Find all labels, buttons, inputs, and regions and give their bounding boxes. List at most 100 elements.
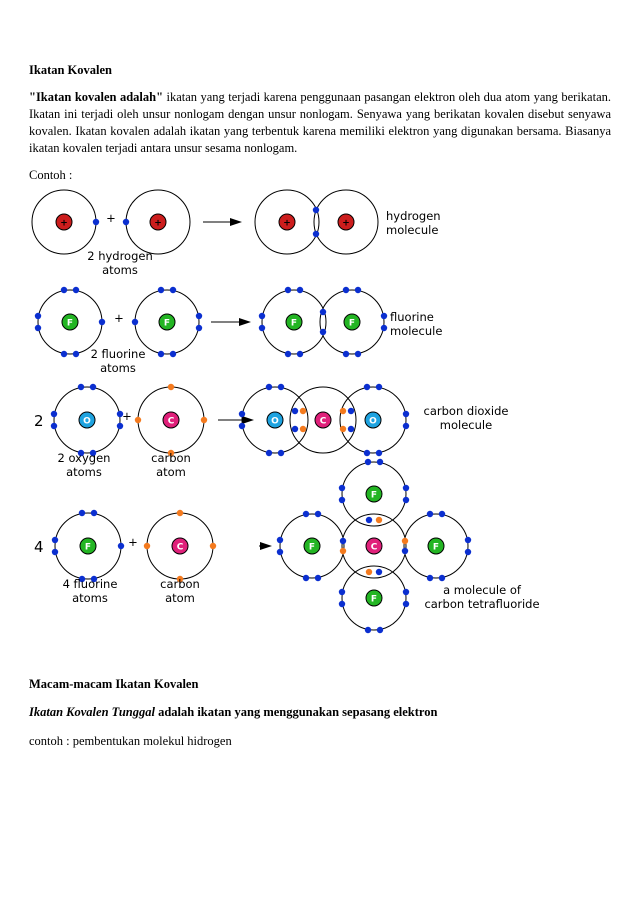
carbon-symbol: C [320,417,327,427]
label-oxygen-atoms: 2 oxygen [58,451,111,465]
electron [122,218,130,226]
hydrogen-nucleus [55,213,73,231]
label-hydrogen-molecule: hydrogen [386,209,441,223]
electron [464,548,472,556]
oxygen-nucleus [364,411,382,429]
oxygen-symbol: O [369,417,377,427]
plus-sign: + [114,311,124,325]
fluorine-symbol: F [164,319,170,329]
electron [116,422,124,430]
definition-paragraph: "Ikatan kovalen adalah" ikatan yang terj… [29,89,611,157]
single-bond-term: Ikatan Kovalen Tunggal [29,705,155,719]
electron [363,383,371,391]
fluorine-nucleus [285,313,303,331]
electron [363,449,371,457]
electron [401,547,409,555]
electron [50,410,58,418]
atom-shell [341,461,407,527]
hydrogen-nucleus [337,213,355,231]
fluorine-symbol: F [371,491,377,501]
fluorine-nucleus [79,537,97,555]
fluorine-symbol: F [433,543,439,553]
plus-sign: + [106,211,116,225]
electron [380,324,388,332]
electron [347,425,355,433]
electron [258,324,266,332]
electron [238,422,246,430]
electron [339,537,347,545]
hydrogen-symbol: + [154,219,162,229]
electron [338,484,346,492]
electron [277,383,285,391]
electron [60,350,68,358]
electron [402,410,410,418]
electron [375,449,383,457]
page-heading: Ikatan Kovalen [29,63,113,77]
electron [77,449,85,457]
electron [258,312,266,320]
electron [265,383,273,391]
hydrogen-symbol: + [342,219,350,229]
electron [284,286,292,294]
label-carbon-dioxide: molecule [440,418,492,432]
fluorine-nucleus [303,537,321,555]
label-carbon-dioxide: carbon dioxide [424,404,509,418]
electron [364,626,372,634]
label-fluorine-atoms: atoms [100,361,136,375]
atom-shell [319,289,385,355]
atom-shell [341,513,407,579]
coefficient: 4 [34,538,44,556]
electron [438,510,446,518]
atom-shell [279,513,345,579]
single-bond-rest: adalah ikatan yang menggunakan sepasang … [154,705,438,719]
carbon-symbol: C [177,543,184,553]
example-text: contoh : pembentukan molekul hidrogen [29,734,232,748]
electron [365,568,373,576]
electron [376,626,384,634]
oxygen-nucleus [266,411,284,429]
electron [167,449,175,457]
oxygen-symbol: O [271,417,279,427]
fluorine-symbol: F [85,543,91,553]
hydrogen-nucleus [149,213,167,231]
arrow-head [260,542,272,550]
arrow-head [239,318,251,326]
electron [284,350,292,358]
section-title: Macam-macam Ikatan Kovalen [29,677,199,691]
electron [117,542,125,550]
electron [157,350,165,358]
electron [176,575,184,583]
electron [78,509,86,517]
fluorine-symbol: F [349,319,355,329]
electron [402,588,410,596]
electron [92,218,100,226]
label-fluorine-molecule: molecule [390,324,442,338]
fluorine-symbol: F [309,543,315,553]
fluorine-nucleus [158,313,176,331]
electron [376,458,384,466]
carbon-symbol: C [168,417,175,427]
label-hydrogen-molecule: molecule [386,223,438,237]
arrow-head [230,218,242,226]
electron [319,328,327,336]
label-carbon-atom-2: atom [165,591,195,605]
electron [380,312,388,320]
carbon-nucleus [314,411,332,429]
electron [90,575,98,583]
fluorine-nucleus [365,589,383,607]
label-carbon-atom: atom [156,465,186,479]
label-carbon-atom: carbon [151,451,191,465]
electron [195,324,203,332]
electron [375,568,383,576]
definition-body: ikatan yang terjadi karena penggunaan pa… [29,90,611,155]
fluorine-symbol: F [291,319,297,329]
electron [339,407,347,415]
electron [176,509,184,517]
electron [209,542,217,550]
electron [339,547,347,555]
oxygen-symbol: O [83,417,91,427]
atom-shell [339,386,407,454]
example-label: Contoh : [29,168,73,182]
electron [312,230,320,238]
